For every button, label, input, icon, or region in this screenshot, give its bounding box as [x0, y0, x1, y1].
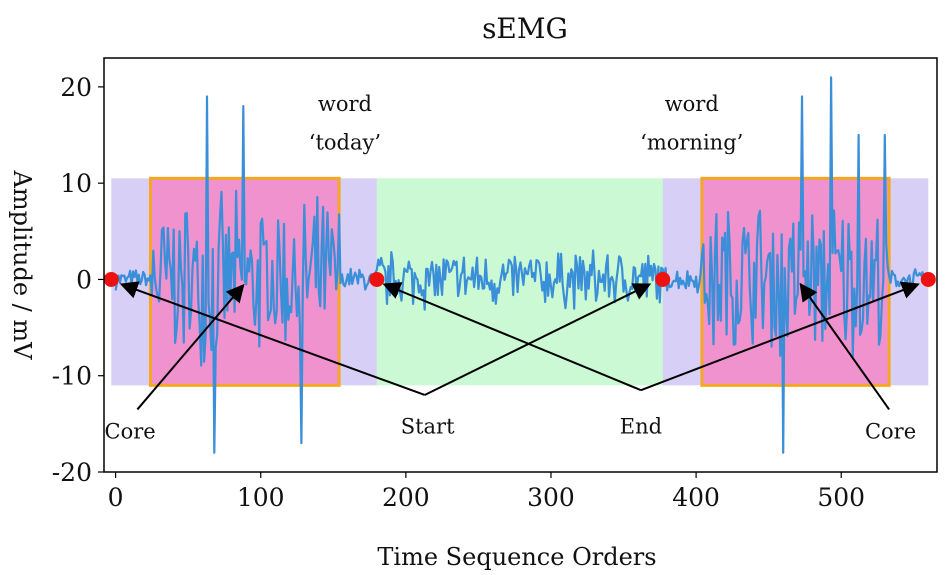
gap-region [376, 178, 663, 386]
y-tick-label: 0 [76, 265, 92, 294]
label-core-left: Core [105, 419, 156, 443]
boundary-marker-3 [655, 271, 671, 287]
x-tick-label: 300 [527, 483, 575, 512]
x-tick-label: 200 [382, 483, 430, 512]
label-end: End [620, 414, 662, 438]
y-tick-label: 10 [60, 169, 92, 198]
y-tick-label: -10 [52, 362, 92, 391]
x-axis-label: Time Sequence Orders [377, 543, 656, 571]
arrow-core-right [799, 282, 890, 410]
label-word-morning-1: word [665, 92, 719, 116]
boundary-marker-2 [369, 271, 385, 287]
plot-frame [103, 57, 938, 473]
boundary-marker-4 [920, 271, 936, 287]
label-word-today-2: ‘today’ [309, 130, 381, 154]
boundary-marker-1 [103, 271, 119, 287]
arrow-start-to-left [119, 281, 426, 396]
label-word-today-1: word [318, 92, 372, 116]
x-tick-label: 0 [108, 483, 124, 512]
label-word-morning-2: ‘morning’ [640, 130, 743, 154]
y-axis-label: Amplitude / mV [8, 170, 36, 361]
arrow-end-to-mid [382, 282, 642, 392]
x-tick-label: 100 [237, 483, 285, 512]
semg-signal-line [114, 76, 928, 454]
y-tick-label: 20 [60, 73, 92, 102]
label-start: Start [401, 414, 455, 438]
chart-title: sEMG [482, 12, 568, 45]
x-tick-label: 400 [672, 483, 720, 512]
y-tick-label: -20 [52, 458, 92, 487]
label-core-right: Core [865, 419, 916, 443]
x-tick-label: 500 [817, 483, 865, 512]
arrow-core-left [136, 283, 245, 411]
arrow-end-to-right [640, 281, 920, 392]
arrow-start-to-mid [424, 283, 652, 396]
